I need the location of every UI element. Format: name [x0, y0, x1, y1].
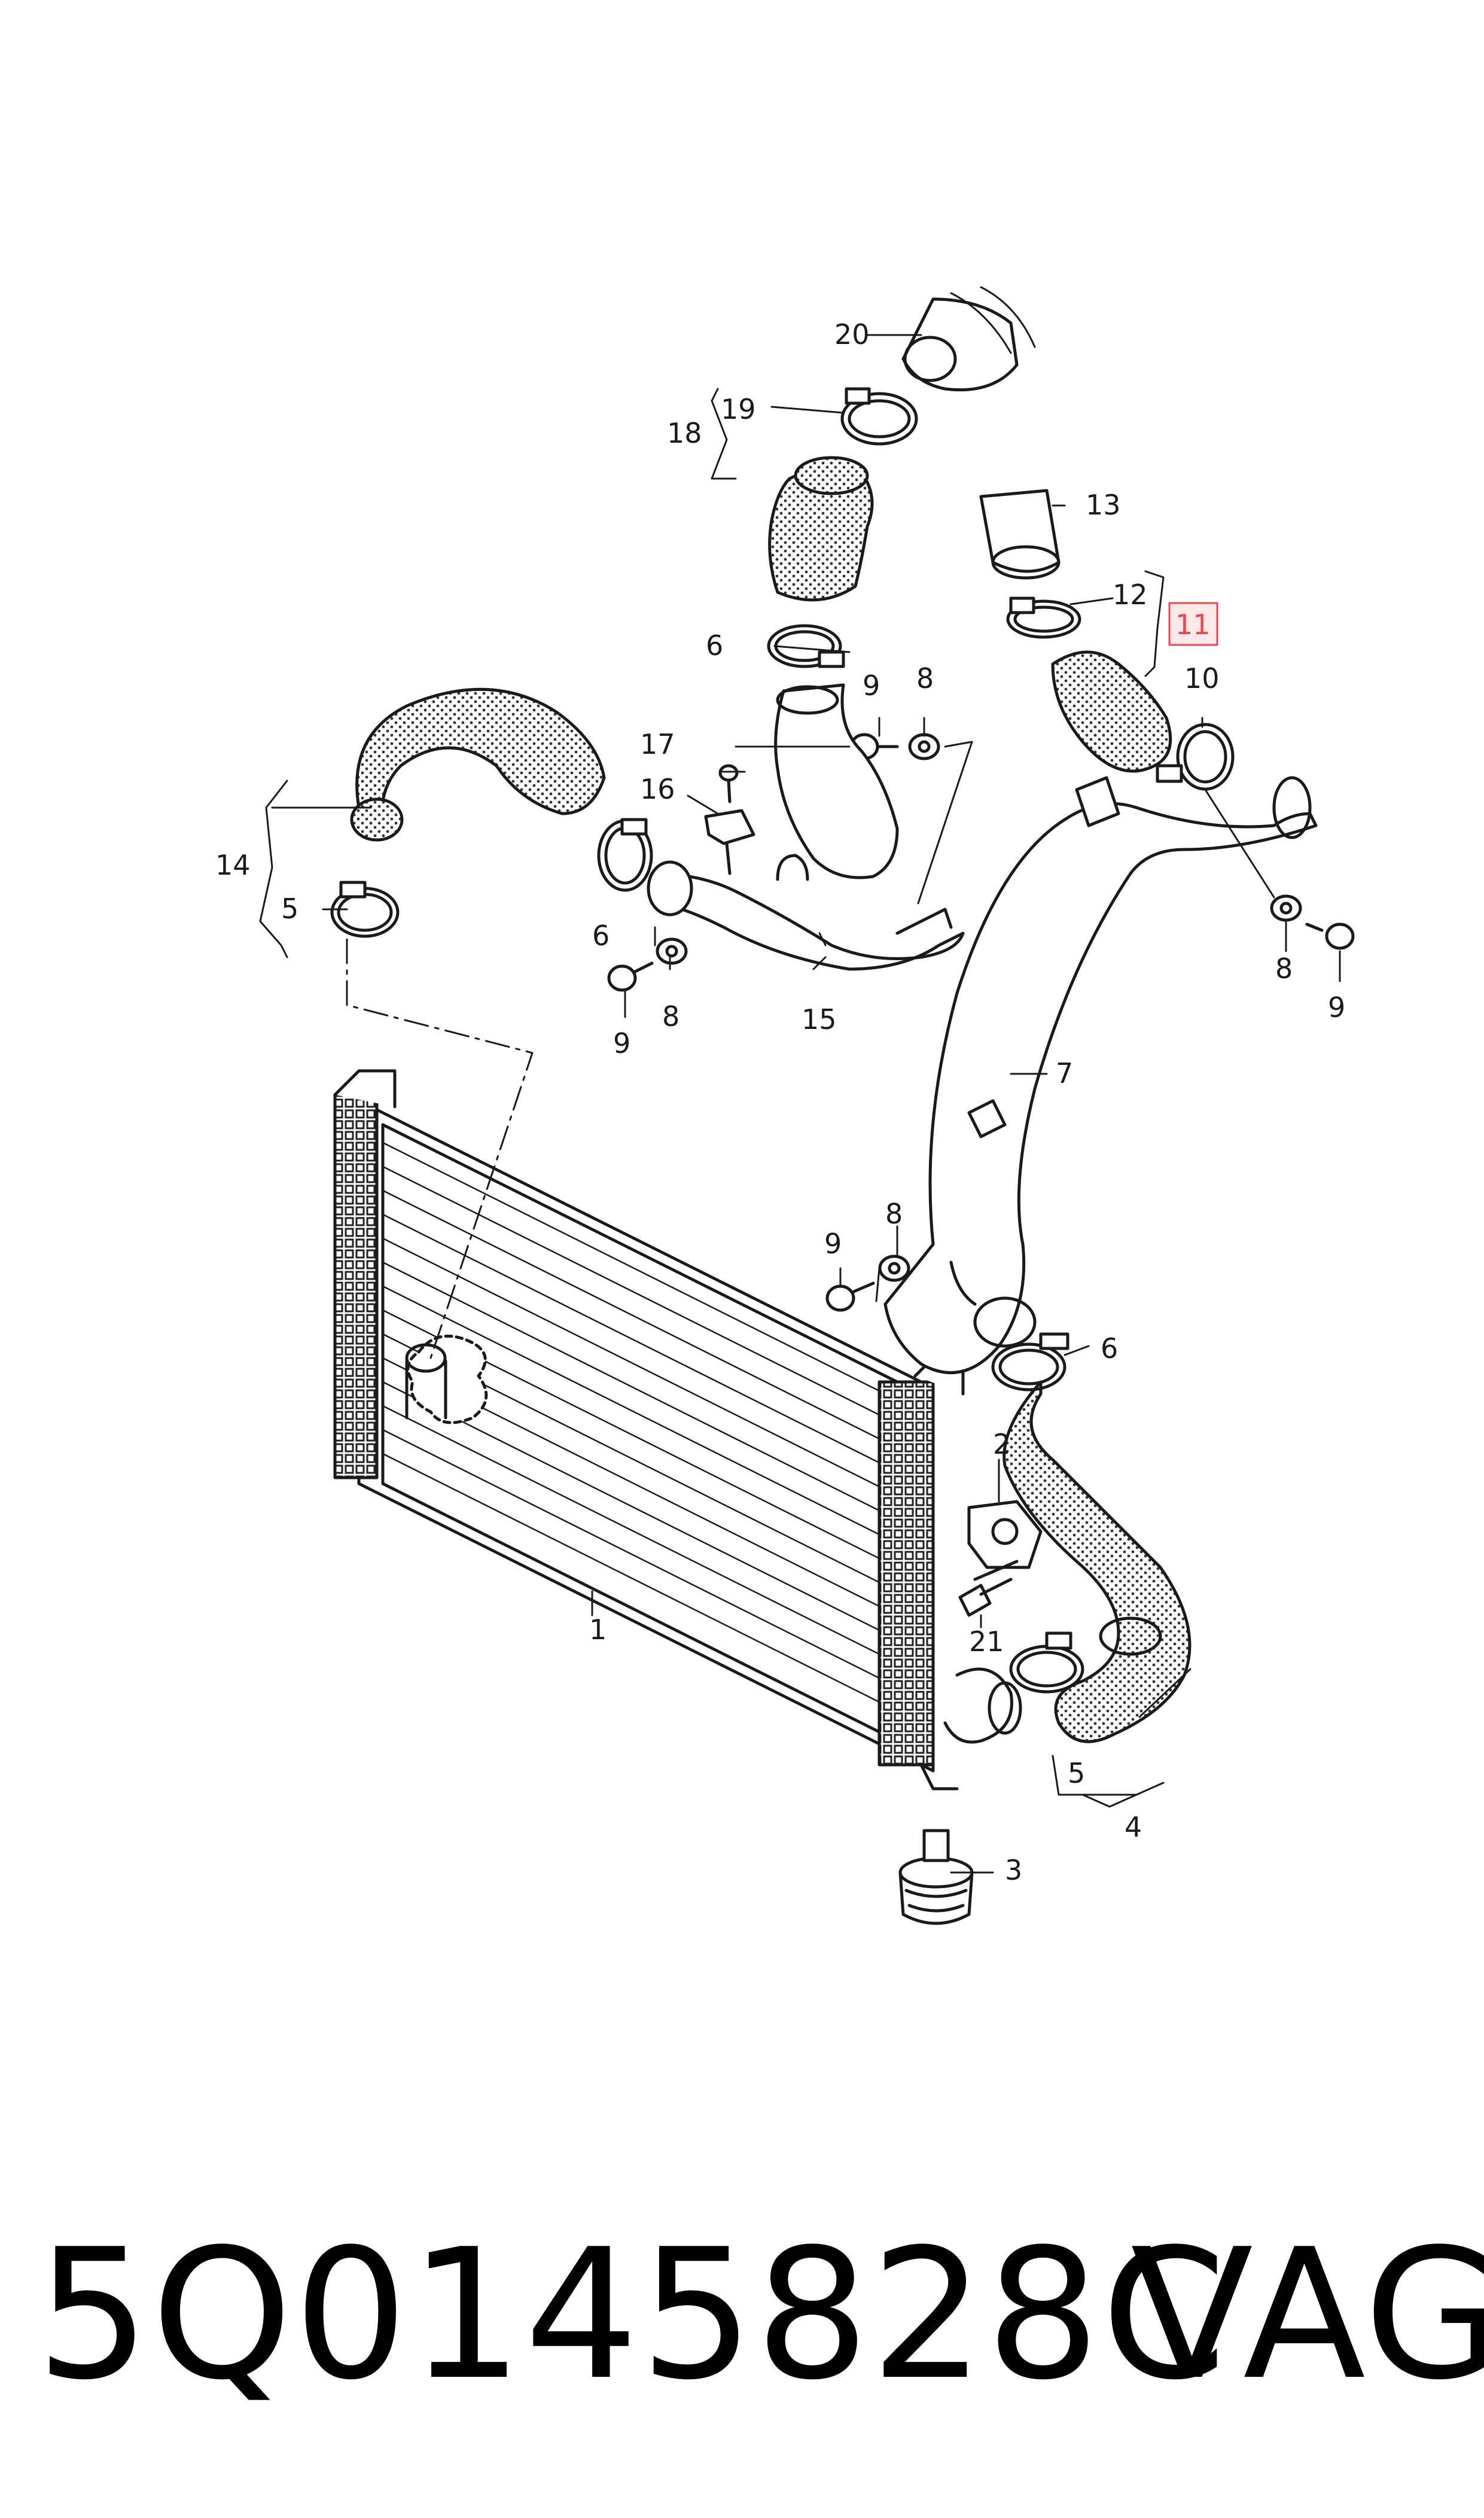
part-number: 5Q0145828C [36, 2211, 1228, 2419]
callout-6-lower: 6 [1101, 1332, 1118, 1365]
callout-7: 7 [1056, 1057, 1073, 1089]
upper-hose-14 [350, 687, 606, 842]
intercooler-outlet-port [943, 1667, 1022, 1744]
callout-15: 15 [802, 1003, 837, 1036]
screw-21 [958, 1578, 1013, 1617]
callout-5-upper: 5 [281, 893, 298, 925]
callout-1: 1 [589, 1613, 607, 1646]
callout-17: 17 [640, 728, 675, 760]
washer-8-right [1270, 894, 1302, 922]
washer-8-mid [878, 1255, 910, 1282]
callout-6-left: 6 [592, 919, 610, 952]
callout-8-right: 8 [1275, 952, 1293, 985]
callout-4: 4 [1125, 1811, 1142, 1843]
leader-lines [259, 334, 1341, 1874]
callout-10: 10 [1184, 662, 1220, 695]
pipe-15 [647, 854, 965, 971]
washer-8-left [656, 937, 688, 965]
callout-9-top: 9 [863, 669, 880, 702]
callout-20: 20 [834, 318, 870, 351]
callout-9-right: 9 [1328, 991, 1345, 1024]
hose-clamp-5-upper [330, 881, 400, 938]
callout-labels: 1 2 3 4 5 5 6 6 6 7 8 8 8 8 9 9 9 9 10 1… [215, 318, 1345, 1886]
callout-9-left: 9 [613, 1027, 630, 1059]
callout-5-lower: 5 [1068, 1757, 1085, 1789]
bolt-9-right [1305, 922, 1355, 950]
hose-clamp-12 [1006, 596, 1081, 639]
hose-clamp-19 [840, 387, 918, 446]
callout-11: 11 [1175, 608, 1211, 641]
upper-hose-18 [768, 456, 874, 602]
callout-9-mid: 9 [824, 1228, 842, 1260]
hose-clamp-6-lower [991, 1332, 1069, 1392]
bolt-9-left [607, 961, 654, 992]
pressure-sensor [704, 809, 755, 875]
hose-clamp-6-left [597, 818, 653, 892]
callout-11-highlight [1168, 602, 1218, 646]
pipe-13 [979, 489, 1061, 580]
callout-8-left: 8 [662, 1000, 679, 1033]
turbo-outlet-20 [901, 286, 1036, 392]
washer-8-top [908, 733, 940, 760]
brand-name: VAG [1130, 2211, 1484, 2419]
callout-14: 14 [215, 849, 251, 881]
hose-clamp-6-top [767, 624, 845, 668]
upper-pipe-18 [774, 683, 899, 879]
intercooler-parts-diagram: 1 2 3 4 5 5 6 6 6 7 8 8 8 8 9 9 9 9 10 1… [215, 286, 1355, 1925]
callout-13: 13 [1086, 489, 1121, 521]
charge-air-pipe [883, 776, 1318, 1374]
callout-12: 12 [1113, 578, 1148, 611]
hose-clamp-5-lower [1009, 1631, 1084, 1694]
callout-16: 16 [640, 773, 675, 805]
hose-11 [1051, 650, 1172, 773]
bolt-9-mid [825, 1281, 875, 1312]
callout-8-mid: 8 [885, 1198, 903, 1230]
callout-19: 19 [721, 393, 756, 425]
callout-6-top: 6 [706, 629, 723, 662]
callout-18: 18 [667, 417, 702, 449]
drain-plug [898, 1829, 974, 1925]
callout-3: 3 [1005, 1854, 1022, 1886]
callout-2: 2 [993, 1428, 1010, 1460]
screw-17 [718, 764, 739, 803]
mounting-bracket [967, 1500, 1043, 1581]
intercooler-core [333, 1069, 965, 1791]
callout-21: 21 [969, 1625, 1004, 1658]
callout-8-top: 8 [916, 662, 934, 695]
lower-hose [1002, 1380, 1192, 1743]
